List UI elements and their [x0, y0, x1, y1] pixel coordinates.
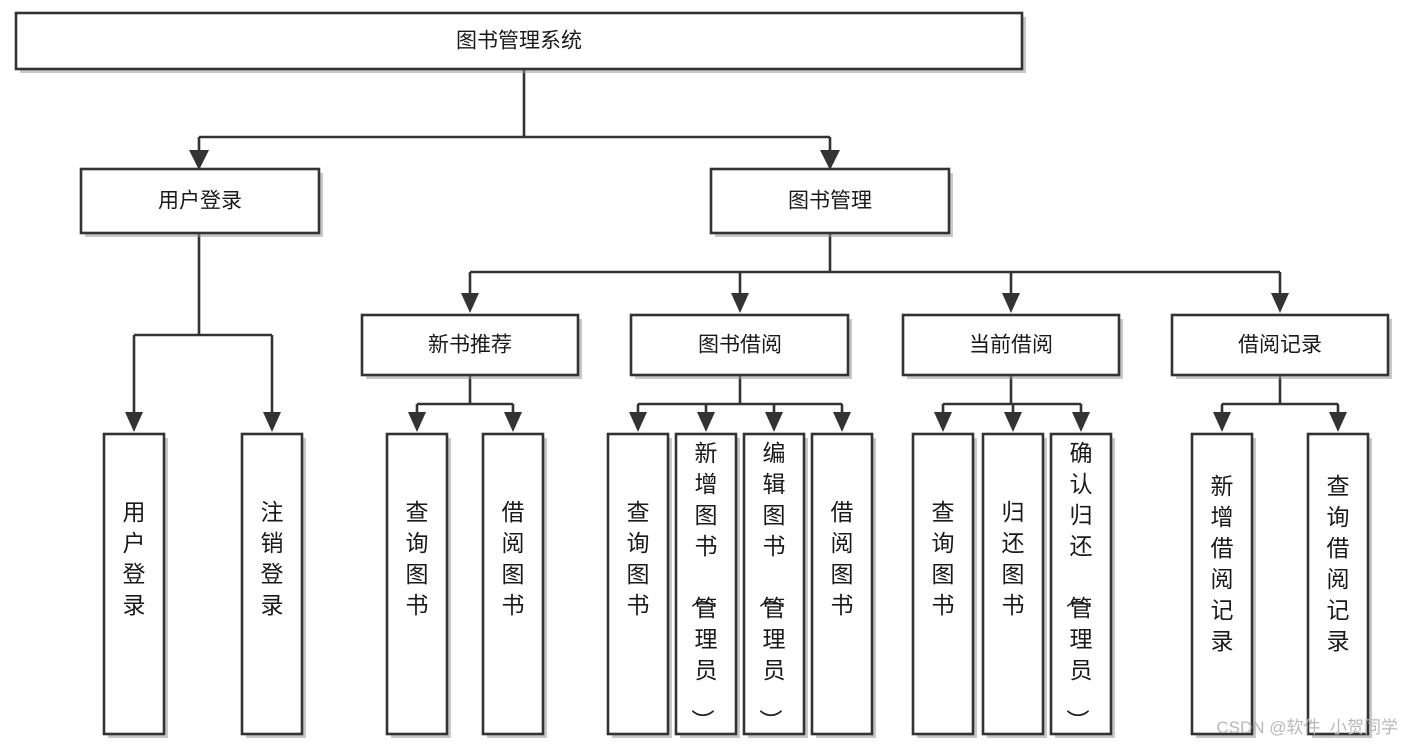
node-leaf-query-book-3[interactable]: 查询图书 [911, 432, 977, 738]
root-label: 图书管理系统 [456, 30, 582, 53]
arrowhead-book-borrow [731, 293, 749, 313]
node-book-borrow[interactable]: 图书借阅 [629, 313, 852, 379]
leaf-user-login-label: 用户登录 [123, 499, 146, 618]
node-leaf-add-book[interactable]: 新增图书（管理员） [674, 432, 740, 738]
leaf-edit-book-rect [742, 432, 806, 736]
leaf-borrow-book-1-rect [481, 432, 545, 736]
arrowhead-leaf-logout [263, 412, 281, 432]
borrow-record-rect [1170, 313, 1390, 377]
leaf-borrow-book-2-rect [810, 432, 874, 736]
leaf-query-book-2-label: 查询图书 [627, 499, 650, 618]
leaf-add-record-rect [1190, 432, 1254, 736]
node-leaf-query-record[interactable]: 查询借阅记录 [1306, 432, 1372, 738]
node-user-login[interactable]: 用户登录 [79, 167, 323, 237]
leaf-layer: 用户登录 注销登录 查询图书 借阅图书 查询图书 [102, 432, 1372, 738]
node-leaf-logout[interactable]: 注销登录 [240, 432, 306, 738]
arrowhead-book-manage [820, 150, 840, 170]
book-manage-rect [709, 167, 951, 235]
node-book-manage[interactable]: 图书管理 [709, 167, 953, 237]
node-leaf-borrow-book-2[interactable]: 借阅图书 [810, 432, 876, 738]
leaf-user-login-rect [102, 432, 166, 736]
leaf-return-book-label: 归还图书 [1002, 499, 1025, 618]
book-borrow-label: 图书借阅 [698, 334, 782, 357]
root-rect [14, 11, 1024, 71]
csdn-watermark: CSDN @软件_小贺同学 [1216, 718, 1398, 737]
node-leaf-return-book[interactable]: 归还图书 [981, 432, 1047, 738]
book-manage-label: 图书管理 [788, 190, 872, 213]
leaf-add-record-label: 新增借阅记录 [1211, 473, 1234, 654]
new-book-rec-label: 新书推荐 [428, 334, 512, 357]
node-leaf-user-login[interactable]: 用户登录 [102, 432, 168, 738]
arrowhead-leaf-query-book-3 [934, 412, 952, 432]
user-login-rect [79, 167, 321, 235]
node-current-borrow[interactable]: 当前借阅 [901, 313, 1123, 379]
leaf-return-book-rect [981, 432, 1045, 736]
arrowhead-borrow-record [1271, 293, 1289, 313]
leaf-add-book-rect [674, 432, 738, 736]
leaf-query-book-3-label: 查询图书 [932, 499, 955, 618]
arrowhead-current-borrow [1002, 293, 1020, 313]
new-book-rec-rect [360, 313, 580, 377]
arrowhead-leaf-query-book-1 [408, 412, 426, 432]
node-leaf-confirm-return[interactable]: 确认归还（管理员） [1049, 432, 1115, 738]
book-borrow-rect [629, 313, 850, 377]
arrowhead-leaf-edit-book [765, 412, 783, 432]
leaf-confirm-return-rect [1049, 432, 1113, 736]
arrowhead-leaf-return-book [1004, 412, 1022, 432]
leaf-query-book-1-rect [385, 432, 449, 736]
node-leaf-edit-book[interactable]: 编辑图书（管理员） [742, 432, 808, 738]
borrow-record-label: 借阅记录 [1238, 334, 1322, 357]
node-new-book-rec[interactable]: 新书推荐 [360, 313, 582, 379]
node-leaf-add-record[interactable]: 新增借阅记录 [1190, 432, 1256, 738]
leaf-query-record-rect [1306, 432, 1370, 736]
leaf-logout-label: 注销登录 [261, 499, 284, 618]
node-leaf-query-book-1[interactable]: 查询图书 [385, 432, 451, 738]
connector-layer [125, 69, 1347, 432]
node-leaf-query-book-2[interactable]: 查询图书 [606, 432, 672, 738]
leaf-edit-book-label: 编辑图书（管理员） [758, 440, 786, 732]
arrowhead-leaf-query-book-2 [629, 412, 647, 432]
leaf-query-book-1-label: 查询图书 [406, 499, 429, 618]
arrowhead-user-login [189, 150, 209, 170]
arrowhead-leaf-borrow-book-1 [504, 412, 522, 432]
leaf-logout-rect [240, 432, 304, 736]
leaf-query-book-2-rect [606, 432, 670, 736]
leaf-borrow-book-2-label: 借阅图书 [831, 499, 854, 618]
leaf-confirm-return-label: 确认归还（管理员） [1065, 440, 1093, 732]
arrowhead-leaf-confirm-return [1072, 412, 1090, 432]
leaf-add-book-label: 新增图书（管理员） [690, 440, 718, 732]
user-login-label: 用户登录 [158, 190, 242, 213]
arrowhead-leaf-add-record [1213, 412, 1231, 432]
arrowhead-leaf-add-book [697, 412, 715, 432]
arrowhead-leaf-borrow-book-2 [833, 412, 851, 432]
node-root[interactable]: 图书管理系统 [14, 11, 1026, 73]
node-leaf-borrow-book-1[interactable]: 借阅图书 [481, 432, 547, 738]
leaf-query-record-label: 查询借阅记录 [1327, 473, 1350, 654]
node-borrow-record[interactable]: 借阅记录 [1170, 313, 1392, 379]
current-borrow-label: 当前借阅 [969, 334, 1053, 357]
leaf-borrow-book-1-label: 借阅图书 [502, 499, 525, 618]
arrowhead-new-book-rec [461, 293, 479, 313]
arrowhead-leaf-query-record [1329, 412, 1347, 432]
arrowhead-leaf-user-login [125, 412, 143, 432]
current-borrow-rect [901, 313, 1121, 377]
leaf-query-book-3-rect [911, 432, 975, 736]
